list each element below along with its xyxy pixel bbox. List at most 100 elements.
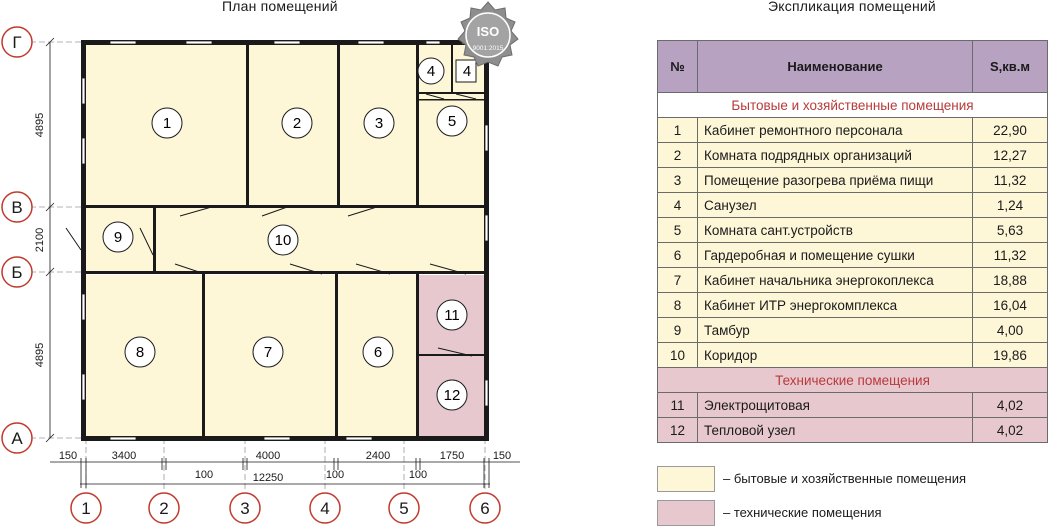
axis-marker-4: 4 [309, 492, 341, 524]
axis-marker-3: 3 [229, 492, 261, 524]
svg-text:3: 3 [240, 499, 249, 518]
svg-text:ISO: ISO [477, 24, 499, 39]
svg-text:5: 5 [399, 499, 408, 518]
legend-label-technical: – технические помещения [723, 505, 882, 520]
cell-area: 4,02 [972, 417, 1048, 443]
axis-marker-b: Б [1, 256, 33, 288]
axis-marker-2: 2 [148, 492, 180, 524]
cell-area: 18,88 [972, 267, 1048, 293]
svg-text:1: 1 [163, 115, 171, 132]
room-label-3: 3 [363, 107, 395, 139]
room-label-10: 10 [267, 224, 299, 256]
room-label-9: 9 [102, 221, 134, 253]
svg-text:11: 11 [444, 307, 460, 324]
svg-text:12: 12 [444, 387, 461, 404]
cell-num: 9 [657, 317, 698, 343]
svg-text:8: 8 [136, 344, 144, 361]
cell-area: 12,27 [972, 142, 1048, 168]
cell-area: 5,63 [972, 217, 1048, 243]
row-axis-markers: Г В Б А [1, 26, 33, 454]
room-label-7: 7 [252, 336, 284, 368]
legend-technical: – технические помещения [657, 500, 1050, 526]
legend-label-residential: – бытовые и хозяйственные помещения [723, 471, 967, 486]
dim-bottom-2: 4000 [256, 450, 280, 462]
cell-num: 8 [657, 292, 698, 318]
cell-num: 10 [657, 342, 698, 368]
room-label-12: 12 [436, 379, 468, 411]
svg-text:Г: Г [12, 33, 21, 52]
cell-name: Санузел [697, 192, 973, 218]
svg-text:4: 4 [427, 63, 435, 80]
dim-left-bottom: 4895 [34, 343, 46, 367]
svg-text:9: 9 [114, 229, 122, 246]
header-name: Наименование [697, 40, 973, 93]
explication-table: № Наименование S,кв.м Бытовые и хозяйств… [657, 40, 1048, 443]
cell-num: 2 [657, 142, 698, 168]
svg-text:2: 2 [159, 499, 168, 518]
cell-area: 19,86 [972, 342, 1048, 368]
dim-bottom-0: 150 [59, 450, 77, 462]
svg-text:10: 10 [275, 232, 292, 249]
dim-gap-2: 100 [409, 469, 427, 481]
legend-residential: – бытовые и хозяйственные помещения [657, 466, 1050, 492]
floor-plan: 1 2 3 4 4 5 6 7 8 9 10 11 12 Г В Б А 1 2… [1, 1, 520, 524]
cell-area: 4,02 [972, 392, 1048, 418]
svg-text:А: А [11, 429, 23, 448]
cell-name: Кабинет начальника энергокоплекса [697, 267, 973, 293]
svg-text:6: 6 [374, 344, 382, 361]
section-row-residential: Бытовые и хозяйственные помещения [657, 92, 1048, 118]
cell-name: Гардеробная и помещение сушки [697, 242, 973, 268]
svg-text:9001:2015: 9001:2015 [473, 45, 504, 52]
cell-name: Тамбур [697, 317, 973, 343]
iso-seal-logo: ISO 9001:2015 [457, 1, 519, 67]
axis-marker-a: А [1, 422, 33, 454]
section-technical: Технические помещения [657, 367, 1048, 393]
cell-name: Коридор [697, 342, 973, 368]
cell-name: Электрощитовая [697, 392, 973, 418]
svg-text:4: 4 [320, 499, 329, 518]
axis-marker-g: Г [1, 26, 33, 58]
dim-bottom-1: 3400 [112, 450, 136, 462]
cell-name: Тепловой узел [697, 417, 973, 443]
windows [81, 40, 489, 441]
room-label-5: 5 [436, 105, 468, 137]
table-header-row: № Наименование S,кв.м [657, 40, 1048, 93]
cell-num: 5 [657, 217, 698, 243]
svg-text:Б: Б [11, 263, 22, 282]
cell-area: 11,32 [972, 167, 1048, 193]
header-area: S,кв.м [972, 40, 1048, 93]
room-label-4: 4 [417, 57, 445, 85]
room-label-4b: 4 [455, 59, 477, 83]
legend-swatch-technical [657, 500, 715, 526]
svg-text:5: 5 [448, 113, 456, 130]
plan-title: План помещений [222, 0, 338, 14]
cell-name: Комната сант.устройств [697, 217, 973, 243]
room-label-11: 11 [436, 299, 468, 331]
svg-text:3: 3 [375, 115, 383, 132]
cell-num: 4 [657, 192, 698, 218]
room-label-2: 2 [281, 107, 313, 139]
axis-marker-6: 6 [469, 492, 501, 524]
legend-swatch-residential [657, 466, 715, 492]
left-dimension-line [45, 37, 55, 443]
axis-marker-1: 1 [70, 492, 102, 524]
bottom-dimension-line [50, 458, 520, 488]
cell-num: 6 [657, 242, 698, 268]
svg-text:4: 4 [463, 63, 471, 80]
svg-text:7: 7 [264, 344, 272, 361]
room-label-1: 1 [151, 107, 183, 139]
dim-bottom-5: 150 [493, 450, 511, 462]
cell-area: 22,90 [972, 117, 1048, 143]
